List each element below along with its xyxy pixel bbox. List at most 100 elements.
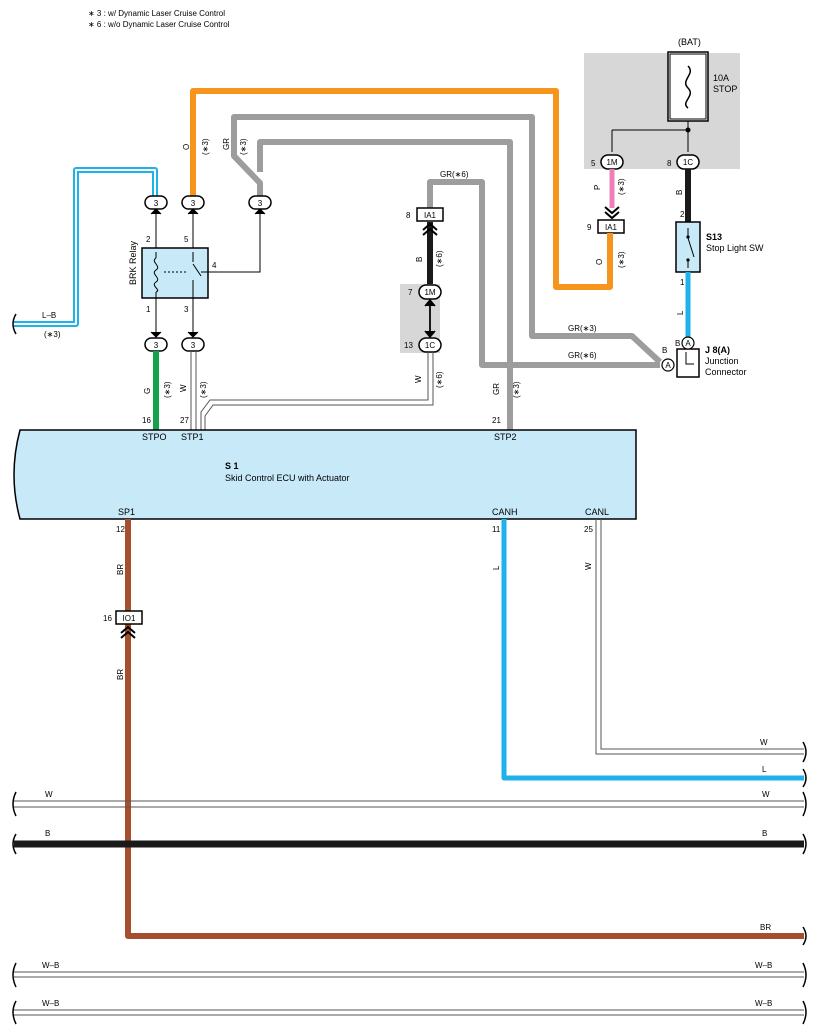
wire-label-w-relay-s3: (∗3) <box>199 381 208 398</box>
connector-ia1-mid: IA1 <box>416 207 444 222</box>
svg-text:3: 3 <box>191 341 196 350</box>
wire-label-br-2: BR <box>116 669 125 680</box>
wire-label-lb: L–B <box>42 311 56 320</box>
wire-gr-stp2 <box>257 139 513 430</box>
wire-label-o: O <box>182 144 191 150</box>
stop-fuse <box>667 51 709 122</box>
svg-text:1C: 1C <box>683 158 693 167</box>
bat-fuse-area <box>584 53 740 169</box>
switch-name: Stop Light SW <box>706 243 764 253</box>
bus-w-label-right: W <box>762 790 770 799</box>
wire-label-w-mid-s6: (∗6) <box>435 371 444 388</box>
wire-w-stp1 <box>200 352 429 430</box>
wire-label-g-s3: (∗3) <box>163 381 172 398</box>
wire-label-gr: GR <box>222 138 231 150</box>
wire-label-o2-s3: (∗3) <box>617 251 626 268</box>
ecu-pin-canh: CANH <box>492 507 518 517</box>
wire-gr-s6 <box>427 179 660 368</box>
ecu-pin-27: 27 <box>180 416 189 425</box>
junction-id: J 8(A) <box>705 345 730 355</box>
pin-13: 13 <box>404 341 413 350</box>
pin-8-ia1: 8 <box>406 211 411 220</box>
relay-pin-1: 1 <box>146 305 151 314</box>
ecu-box <box>13 429 637 520</box>
wire-label-o2: O <box>595 259 604 265</box>
junction-name-2: Connector <box>705 367 747 377</box>
bat-label: (BAT) <box>678 37 701 47</box>
bus-w-label-left: W <box>45 790 53 799</box>
wire-label-o-s3: (∗3) <box>201 138 210 155</box>
relay-pin-4: 4 <box>212 261 217 270</box>
svg-text:A: A <box>685 339 691 348</box>
wire-label-br-3: BR <box>760 923 771 932</box>
connector-3-a-bottom: 3 <box>144 337 168 352</box>
pin-5: 5 <box>591 159 596 168</box>
wire-label-w-right: W <box>760 738 768 747</box>
wire-label-w-mid: W <box>414 375 423 383</box>
wire-label-l-right: L <box>762 765 767 774</box>
connector-1m-mid: 1M <box>418 284 442 300</box>
switch-pin-2: 2 <box>680 210 685 219</box>
connector-3-a-top: 3 <box>144 195 168 210</box>
wire-label-b-switch: B <box>675 190 684 195</box>
pin-16-io1: 16 <box>103 614 112 623</box>
wire-label-b-mid: B <box>415 257 424 262</box>
switch-pin-1: 1 <box>680 278 685 287</box>
ecu-pin-canl: CANL <box>585 507 609 517</box>
ecu-pin-12: 12 <box>116 525 125 534</box>
bus-b-label-left: B <box>45 829 50 838</box>
ecu-pin-stp2: STP2 <box>494 432 517 442</box>
break-marks-right <box>802 741 807 1025</box>
svg-text:IA1: IA1 <box>424 211 437 220</box>
pin-7: 7 <box>408 288 413 297</box>
relay-pin-5: 5 <box>184 235 189 244</box>
pin-9: 9 <box>587 223 592 232</box>
ecu-pin-16: 16 <box>142 416 151 425</box>
svg-text:3: 3 <box>154 199 159 208</box>
wire-label-gr-stp2: GR <box>492 383 501 395</box>
junction-pin-b1: B <box>675 339 680 348</box>
relay-pin-3: 3 <box>184 305 189 314</box>
ecu-pin-11: 11 <box>492 525 501 534</box>
break-marks-left <box>12 791 17 1025</box>
ecu-pin-stpo: STPO <box>142 432 167 442</box>
wire-gr-s3 <box>231 114 663 365</box>
ecu-pin-sp1: SP1 <box>118 507 135 517</box>
relay-pin-2: 2 <box>146 235 151 244</box>
connector-1c-mid: 1C <box>418 337 442 353</box>
wire-label-w-canl: W <box>584 562 593 570</box>
svg-text:1C: 1C <box>425 341 435 350</box>
wire-label-gr6: GR(∗6) <box>440 170 469 179</box>
wire-label-b-mid-s6: (∗6) <box>435 250 444 267</box>
svg-text:3: 3 <box>154 341 159 350</box>
junction-pin-b2: B <box>662 346 667 355</box>
connector-ia1-right: IA1 <box>597 219 625 234</box>
relay-label: BRK Relay <box>128 240 138 285</box>
bus-wb1-label-left: W–B <box>42 961 59 970</box>
connector-3-c-top: 3 <box>248 195 272 210</box>
bus-wb2-label-right: W–B <box>755 999 772 1008</box>
bus-wb1-label-right: W–B <box>755 961 772 970</box>
wire-w-canl <box>595 519 804 755</box>
connector-1m-top: 1M <box>600 154 624 170</box>
wire-label-br-1: BR <box>116 564 125 575</box>
wire-label-gr-stp2-s3: (∗3) <box>512 381 521 398</box>
wire-label-w-relay: W <box>179 384 188 392</box>
junction-name-1: Junction <box>705 356 739 366</box>
wire-label-p-s3: (∗3) <box>617 178 626 195</box>
fuse-element <box>685 65 691 109</box>
ecu-pin-25: 25 <box>584 525 593 534</box>
wire-label-p: P <box>593 185 602 190</box>
note-3: ∗ 3 : w/ Dynamic Laser Cruise Control <box>88 9 225 18</box>
wire-label-l-switch: L <box>676 310 685 315</box>
bus-b-label-right: B <box>762 829 767 838</box>
ecu-name: Skid Control ECU with Actuator <box>225 473 350 483</box>
bus-wb2-label-left: W–B <box>42 999 59 1008</box>
junction-connector: A A <box>661 336 700 378</box>
connector-io1: IO1 <box>115 610 143 625</box>
brk-relay <box>141 247 209 299</box>
connector-3-b-top: 3 <box>181 195 205 210</box>
wire-o <box>190 88 613 290</box>
fuse-amp: 10A <box>713 73 729 83</box>
